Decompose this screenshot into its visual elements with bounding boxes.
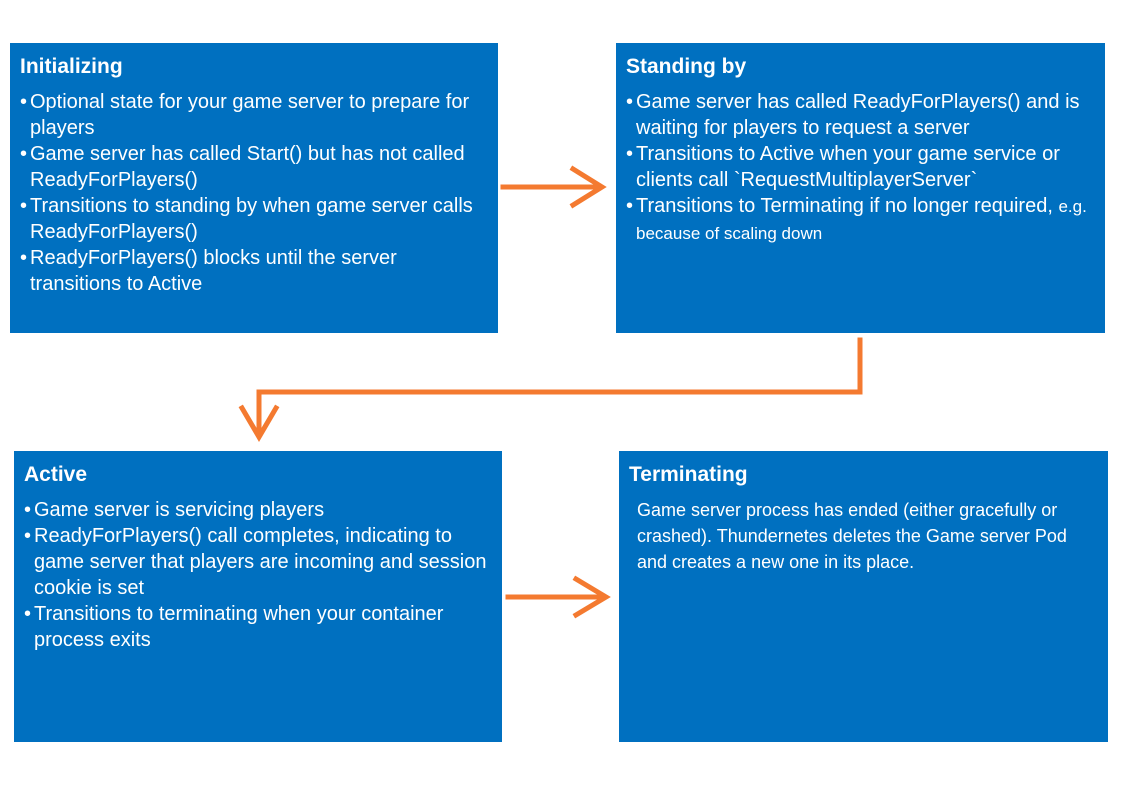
bullet-dot-icon: •	[20, 143, 28, 165]
standing-by-note: e.g. because of scaling down	[636, 197, 1087, 243]
terminating-box: Terminating Game server process has ende…	[619, 451, 1108, 742]
standing-by-bullet: •Game server has called ReadyForPlayers(…	[626, 91, 1080, 139]
active-bullet-list: •Game server is servicing players •Ready…	[24, 497, 492, 653]
initializing-bullet: •Game server has called Start() but has …	[20, 143, 465, 191]
active-box: Active •Game server is servicing players…	[14, 451, 502, 742]
standing-by-box: Standing by •Game server has called Read…	[616, 43, 1105, 333]
bullet-dot-icon: •	[20, 247, 28, 269]
standing-by-bullet-list: •Game server has called ReadyForPlayers(…	[626, 89, 1095, 247]
initializing-bullet-list: •Optional state for your game server to …	[20, 89, 488, 297]
bullet-dot-icon: •	[20, 195, 28, 217]
bullet-dot-icon: •	[24, 525, 32, 547]
initializing-title: Initializing	[20, 55, 123, 78]
arrow-initializing-to-standing-by	[500, 165, 607, 209]
initializing-bullet: •ReadyForPlayers() blocks until the serv…	[20, 247, 397, 295]
arrow-standing-by-to-active	[238, 337, 863, 442]
standing-by-bullet: •Transitions to Terminating if no longer…	[626, 195, 1087, 243]
bullet-dot-icon: •	[626, 195, 634, 217]
standing-by-bullet: •Transitions to Active when your game se…	[626, 143, 1060, 191]
bullet-dot-icon: •	[20, 91, 28, 113]
bullet-dot-icon: •	[24, 603, 32, 625]
bullet-dot-icon: •	[626, 91, 634, 113]
bullet-dot-icon: •	[626, 143, 634, 165]
standing-by-title: Standing by	[626, 55, 747, 78]
arrow-active-to-terminating	[505, 575, 611, 619]
active-bullet: •Transitions to terminating when your co…	[24, 603, 444, 651]
bullet-dot-icon: •	[24, 499, 32, 521]
terminating-description: Game server process has ended (either gr…	[637, 500, 1067, 572]
initializing-box: Initializing •Optional state for your ga…	[10, 43, 498, 333]
active-bullet: •Game server is servicing players	[24, 499, 325, 521]
terminating-title: Terminating	[629, 463, 748, 486]
initializing-bullet: •Optional state for your game server to …	[20, 91, 470, 139]
active-bullet: •ReadyForPlayers() call completes, indic…	[24, 525, 487, 599]
initializing-bullet: •Transitions to standing by when game se…	[20, 195, 473, 243]
active-title: Active	[24, 463, 88, 486]
